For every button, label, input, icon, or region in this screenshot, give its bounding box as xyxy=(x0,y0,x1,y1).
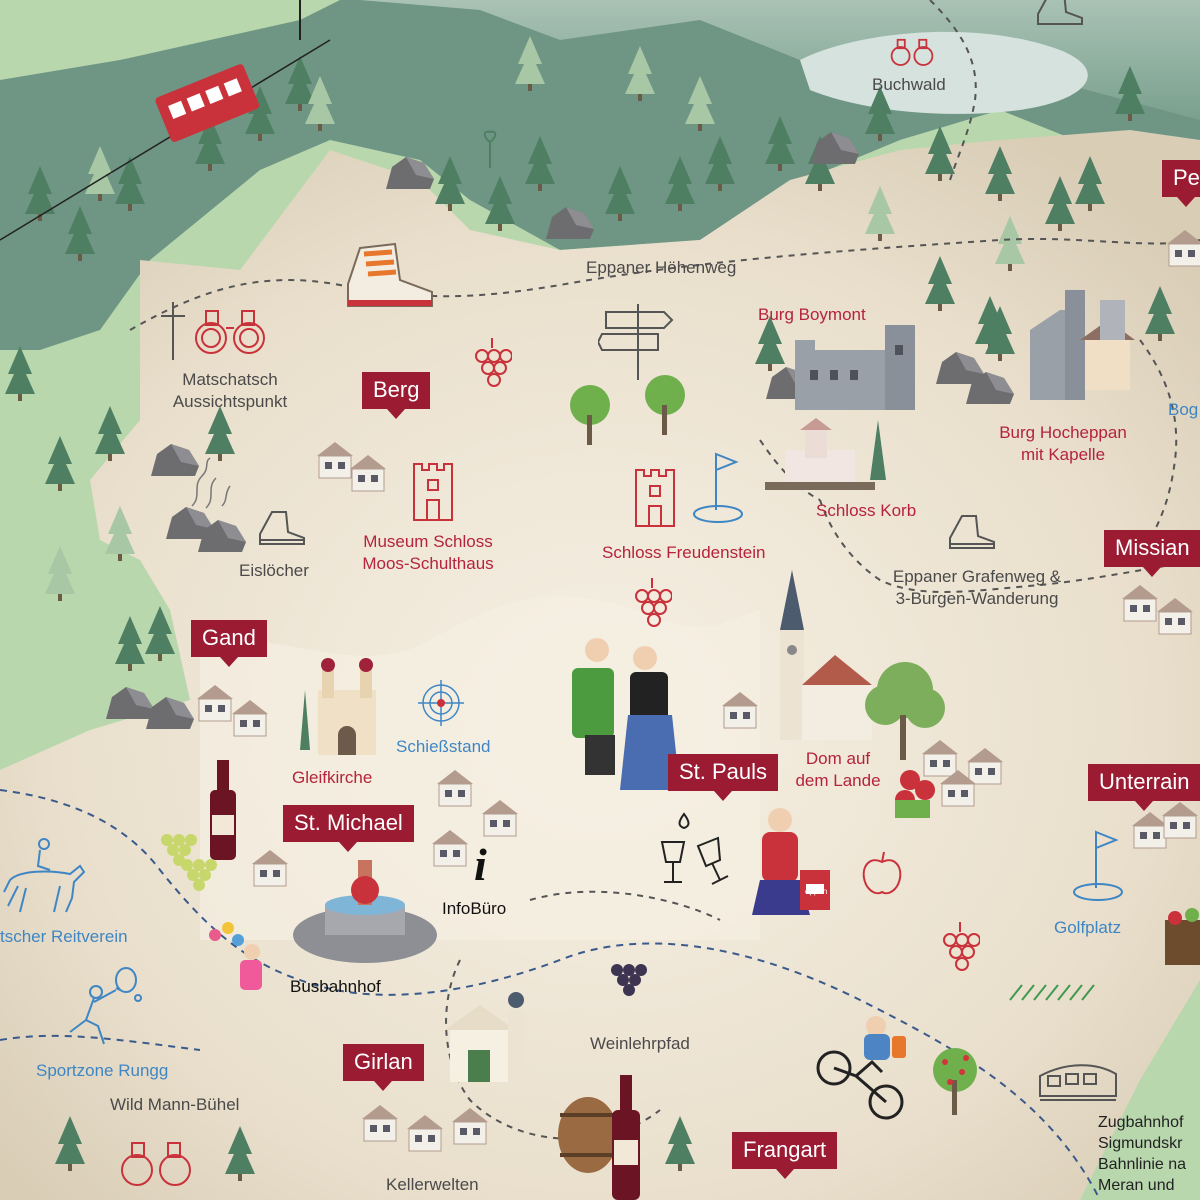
girlan-church-illustration xyxy=(445,992,524,1082)
rider-icon xyxy=(3,838,86,913)
label-museum-schloss[interactable]: Museum Schloss Moos-Schulthaus xyxy=(350,531,506,575)
label-gleifkirche[interactable]: Gleifkirche xyxy=(292,768,373,787)
cross-icon xyxy=(161,302,185,360)
label-line: Moos-Schulthaus xyxy=(362,554,494,573)
dom-illustration xyxy=(780,570,872,740)
village-tag-perdonig[interactable]: Pe xyxy=(1162,160,1200,207)
bag-logo-text: eppan xyxy=(805,887,828,896)
label-busbahnhof[interactable]: Busbahnhof xyxy=(290,977,381,996)
label-infobuero[interactable]: InfoBüro xyxy=(442,899,507,918)
label-bogen[interactable]: Bog xyxy=(1168,400,1199,419)
wine-bottle-illustration xyxy=(210,760,640,1200)
apple-icon xyxy=(862,851,902,895)
label-weinlehrpfad[interactable]: Weinlehrpfad xyxy=(590,1034,690,1053)
grapes-icon xyxy=(635,578,672,627)
label-kellerwelten[interactable]: Kellerwelten xyxy=(386,1175,479,1194)
label-eisloecher[interactable]: Eislöcher xyxy=(239,561,309,580)
label-burg-hocheppan[interactable]: Burg Hocheppan mit Kapelle xyxy=(988,422,1138,466)
label-line: Burg Hocheppan xyxy=(999,423,1127,442)
label-sportzone-rungg[interactable]: Sportzone Rungg xyxy=(36,1061,169,1080)
gleifkirche-illustration xyxy=(300,658,376,755)
schloss-korb-illustration xyxy=(765,418,886,490)
golf-flag-icon xyxy=(693,452,743,523)
target-icon xyxy=(418,680,464,726)
cyclist-icon xyxy=(816,1016,906,1120)
village-tag-berg[interactable]: Berg xyxy=(362,372,431,419)
signpost-icon xyxy=(598,304,674,380)
train-icon xyxy=(1039,1064,1117,1101)
legend-line: Sigmundskr xyxy=(1098,1135,1183,1152)
label-golfplatz[interactable]: Golfplatz xyxy=(1054,918,1122,937)
label-wild-mann-buehel[interactable]: Wild Mann-Bühel xyxy=(110,1095,240,1114)
label-buchwald[interactable]: Buchwald xyxy=(872,75,946,94)
village-tag-gand[interactable]: Gand xyxy=(191,620,267,667)
grapes-icon xyxy=(943,922,980,971)
label-schiessstand[interactable]: Schießstand xyxy=(396,737,491,756)
village-tag-missian[interactable]: Missian xyxy=(1104,530,1200,577)
golf-flag-icon xyxy=(1073,830,1123,901)
label-grafenweg[interactable]: Eppaner Grafenweg & 3-Burgen-Wanderung xyxy=(872,566,1082,610)
apple-crate xyxy=(1165,908,1200,965)
village-tag-unterrain[interactable]: Unterrain xyxy=(1088,764,1200,811)
label-dom-auf-dem-lande[interactable]: Dom auf dem Lande xyxy=(786,748,890,792)
label-line: Aussichtspunkt xyxy=(172,392,288,411)
village-tag-st-pauls[interactable]: St. Pauls xyxy=(668,754,779,801)
label-burg-boymont[interactable]: Burg Boymont xyxy=(758,305,866,324)
hiking-boot-icon xyxy=(347,242,433,307)
girl-with-balloons xyxy=(209,922,262,990)
label-matschatsch[interactable]: Matschatsch Aussichtspunkt xyxy=(162,369,298,413)
label-line: Eppaner Grafenweg & xyxy=(892,567,1062,586)
label-eppaner-hoehenweg[interactable]: Eppaner Höhenweg xyxy=(586,258,737,277)
cable-car-icon xyxy=(155,64,260,142)
wine-barrel-illustration xyxy=(558,1097,618,1173)
label-reitverein[interactable]: tscher Reitverein xyxy=(0,927,128,946)
burg-hocheppan-illustration xyxy=(1030,290,1135,400)
binoculars-icon xyxy=(195,310,265,354)
burg-boymont-illustration xyxy=(795,325,915,410)
label-line: Dom auf xyxy=(805,749,871,768)
flower-icon xyxy=(483,130,497,168)
village-tag-frangart[interactable]: Frangart xyxy=(732,1132,838,1179)
label-schloss-freudenstein[interactable]: Schloss Freudenstein xyxy=(602,543,766,562)
label-line: 3-Burgen-Wanderung xyxy=(895,589,1059,608)
binoculars-icon xyxy=(890,38,934,66)
flower-pot xyxy=(895,770,935,818)
label-line: mit Kapelle xyxy=(1020,445,1106,464)
shopper-illustration xyxy=(752,808,830,915)
village-tag-st-michael[interactable]: St. Michael xyxy=(283,805,414,852)
label-line: Museum Schloss xyxy=(363,532,493,551)
legend-text: Zugbahnhof Sigmundskr Bahnlinie na Meran… xyxy=(1098,1112,1186,1196)
label-schloss-korb[interactable]: Schloss Korb xyxy=(816,501,917,520)
castle-icon xyxy=(413,463,453,521)
label-line: Matschatsch xyxy=(182,370,278,389)
legend-line: Meran und xyxy=(1098,1177,1175,1194)
fountain-illustration xyxy=(293,860,437,963)
binoculars-icon xyxy=(121,1142,191,1186)
village-tag-girlan[interactable]: Girlan xyxy=(343,1044,424,1091)
legend-line: Zugbahnhof xyxy=(1098,1114,1184,1131)
hiking-boot-icon xyxy=(949,515,995,549)
wine-glasses-icon xyxy=(660,812,729,885)
wind-icon xyxy=(191,457,231,509)
legend-line: Bahnlinie na xyxy=(1098,1156,1187,1173)
castle-icon xyxy=(635,469,675,527)
info-icon: i xyxy=(474,839,487,890)
hiking-boot-icon xyxy=(259,511,305,545)
traditional-costume-couple xyxy=(572,638,680,790)
hiking-boot-icon xyxy=(1037,0,1083,25)
tennis-icon xyxy=(69,967,142,1045)
label-line: dem Lande xyxy=(795,771,881,790)
grapes-icon xyxy=(475,338,512,387)
